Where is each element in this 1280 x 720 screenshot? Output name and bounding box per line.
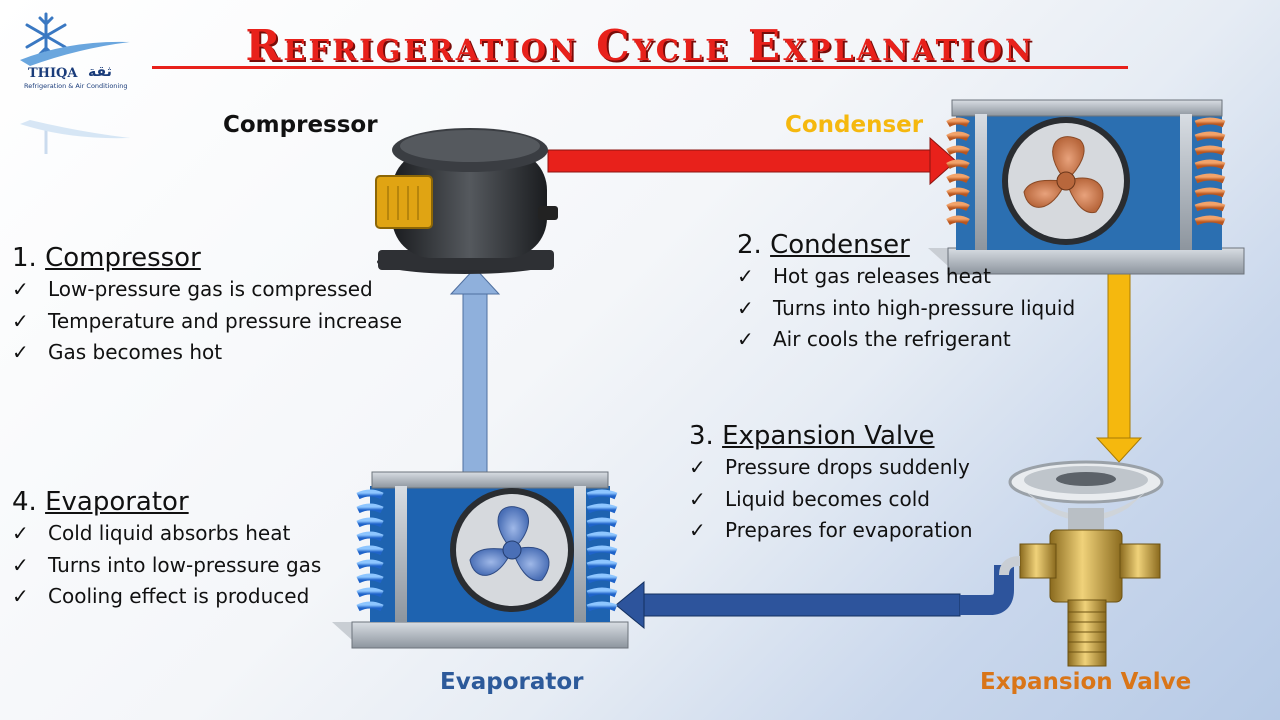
logo-swoosh [20,41,130,66]
condenser-label: Condenser [785,112,924,138]
step-title: 1. Compressor [12,243,201,273]
arrow-condenser-to-valve [1095,269,1143,463]
check-icon: ✓ [737,264,754,288]
check-icon: ✓ [12,340,29,364]
step-evaporator: 4. Evaporator ✓Cold liquid absorbs heat … [12,486,321,613]
logo-arabic-name: ثقة [88,64,112,80]
list-item: ✓Prepares for evaporation [689,515,973,547]
list-item: ✓Turns into low-pressure gas [12,550,321,582]
list-item: ✓Temperature and pressure increase [12,306,402,338]
arrow-compressor-to-condenser [547,136,957,186]
list-item: ✓Gas becomes hot [12,337,402,369]
step-title-text: Evaporator [45,487,189,517]
arrow-valve-to-evaporator [615,565,1014,630]
list-item: ✓Hot gas releases heat [737,261,1075,293]
check-icon: ✓ [689,518,706,542]
check-icon: ✓ [689,455,706,479]
list-item: ✓Liquid becomes cold [689,484,973,516]
list-item: ✓Low-pressure gas is compressed [12,274,402,306]
check-icon: ✓ [12,521,29,545]
step-title-text: Condenser [770,230,910,260]
logo-reflection [20,120,130,154]
check-icon: ✓ [12,308,29,333]
list-item: ✓Turns into high-pressure liquid [737,293,1075,325]
condenser-illustration [928,99,1245,275]
step-expansion-valve: 3. Expansion Valve ✓Pressure drops sudde… [689,420,973,547]
compressor-label: Compressor [223,112,378,138]
step-title: 2. Condenser [737,230,910,260]
step-title: 3. Expansion Valve [689,421,935,451]
check-icon: ✓ [12,277,29,301]
step-title-text: Compressor [45,243,201,273]
step-title-text: Expansion Valve [722,421,935,451]
list-item: ✓Cold liquid absorbs heat [12,518,321,550]
logo-name: THIQA [28,66,78,81]
expansion-valve-illustration [999,460,1164,667]
page-title: Refrigeration Cycle Explanation [245,21,1035,70]
list-item: ✓Cooling effect is produced [12,581,321,613]
check-icon: ✓ [689,486,706,511]
evaporator-label: Evaporator [440,669,584,695]
compressor-illustration [375,128,558,274]
check-icon: ✓ [12,584,29,608]
evaporator-illustration [332,471,629,649]
list-item: ✓Pressure drops suddenly [689,452,973,484]
check-icon: ✓ [12,552,29,577]
step-title: 4. Evaporator [12,487,189,517]
step-points: ✓Hot gas releases heat ✓Turns into high-… [737,261,1075,356]
check-icon: ✓ [737,295,754,320]
step-points: ✓Low-pressure gas is compressed ✓Tempera… [12,274,402,369]
check-icon: ✓ [737,327,754,351]
step-condenser: 2. Condenser ✓Hot gas releases heat ✓Tur… [737,229,1075,356]
list-item: ✓Air cools the refrigerant [737,324,1075,356]
title-underline [152,66,1128,69]
arrow-evaporator-to-compressor [449,267,501,473]
step-points: ✓Pressure drops suddenly ✓Liquid becomes… [689,452,973,547]
logo-subtitle: Refrigeration & Air Conditioning [24,82,128,90]
step-compressor: 1. Compressor ✓Low-pressure gas is compr… [12,242,402,369]
expansion-valve-label: Expansion Valve [980,669,1192,695]
step-points: ✓Cold liquid absorbs heat ✓Turns into lo… [12,518,321,613]
